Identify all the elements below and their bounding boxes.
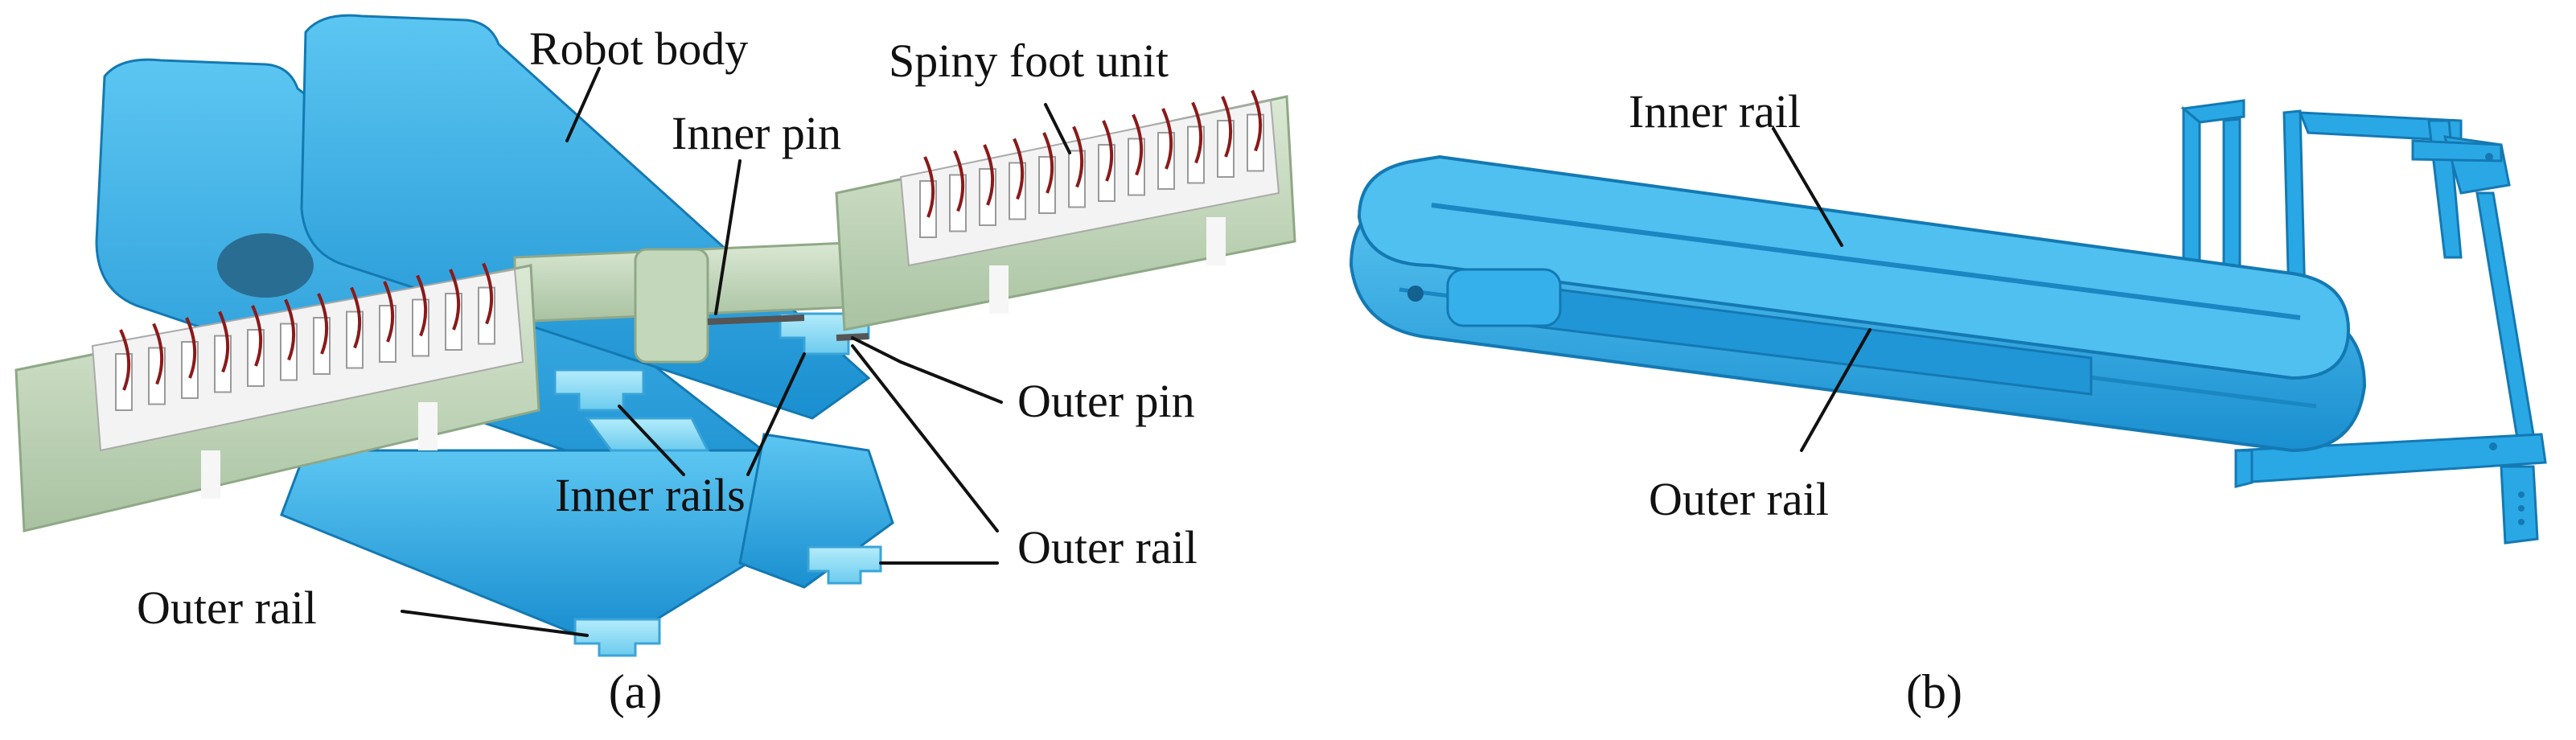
right-foot-spine (1013, 138, 1025, 200)
right-foot-spine (983, 144, 995, 206)
slider-cap (1446, 268, 1562, 327)
left-foot-spine (416, 274, 428, 337)
leader-inner-rail (1772, 127, 1843, 247)
inner-rail-groove (1431, 203, 2301, 320)
panel-b-leaders (1772, 127, 1871, 452)
label-spiny-foot-unit: Spiny foot unit (889, 35, 1169, 87)
left-foot-spine (251, 305, 263, 367)
leader-outer-rail (1800, 328, 1871, 452)
label-outer-rail: Outer rail (1649, 473, 1829, 525)
left-foot-spine (482, 262, 494, 325)
leader-outer-pin (851, 336, 1003, 404)
right-foot-spine (953, 150, 965, 212)
right-foot-spine (1191, 101, 1203, 164)
right-foot-spine (923, 156, 935, 218)
left-foot-spine (185, 317, 197, 379)
left-foot-spine (152, 323, 164, 385)
left-foot-spine (284, 298, 296, 361)
label-outer-pin: Outer pin (1017, 375, 1195, 427)
spiny-foot-right-spines (919, 89, 1264, 238)
panel-a-illustration (14, 14, 1296, 657)
left-foot-spine (119, 329, 131, 391)
rail-frame-holes (2485, 153, 2525, 525)
left-foot-spine (218, 310, 230, 373)
label-inner-pin: Inner pin (672, 107, 841, 159)
right-foot-spine (1251, 89, 1263, 152)
robot-body-right-track (300, 14, 871, 420)
inner-pin-shape (707, 314, 805, 325)
outer-rail-right-end (807, 545, 882, 585)
leader-outer-rail-right-upper (851, 344, 999, 532)
right-foot-spine (1161, 108, 1173, 170)
leader-spiny-foot (1044, 103, 1071, 154)
slider-pin-hole (1407, 286, 1424, 302)
label-inner-rail: Inner rail (1629, 85, 1801, 138)
outer-rail-left-end (573, 618, 661, 657)
foot-center-bracket (634, 248, 709, 364)
left-foot-spine (449, 269, 461, 331)
label-outer-rail-left: Outer rail (137, 582, 317, 634)
leader-robot-body (565, 67, 601, 142)
spiny-foot-left-spines (115, 262, 495, 411)
caption-panel-b: (b) (1906, 665, 1962, 718)
panel-b-illustration (1349, 99, 2547, 545)
right-foot-spine (1221, 96, 1233, 158)
label-robot-body: Robot body (529, 23, 748, 75)
right-foot-spine (1072, 125, 1084, 188)
inner-rail-track (1357, 154, 2351, 380)
caption-panel-a: (a) (609, 665, 663, 718)
left-foot-spine (350, 286, 362, 349)
leader-inner-pin (714, 159, 742, 315)
label-outer-rail-right: Outer rail (1017, 521, 1198, 574)
robot-body-opening (217, 233, 314, 298)
leader-inner-rails-right (746, 352, 806, 476)
right-foot-spine (1132, 113, 1144, 176)
label-inner-rails: Inner rails (555, 469, 746, 521)
leader-outer-rail-left (401, 610, 589, 637)
right-foot-spine (1102, 120, 1114, 182)
left-foot-spine (317, 293, 329, 355)
right-foot-spine (1042, 132, 1054, 194)
left-foot-spine (383, 281, 395, 343)
leader-inner-rails-left (618, 405, 685, 476)
panel-a-leaders (401, 67, 1071, 637)
